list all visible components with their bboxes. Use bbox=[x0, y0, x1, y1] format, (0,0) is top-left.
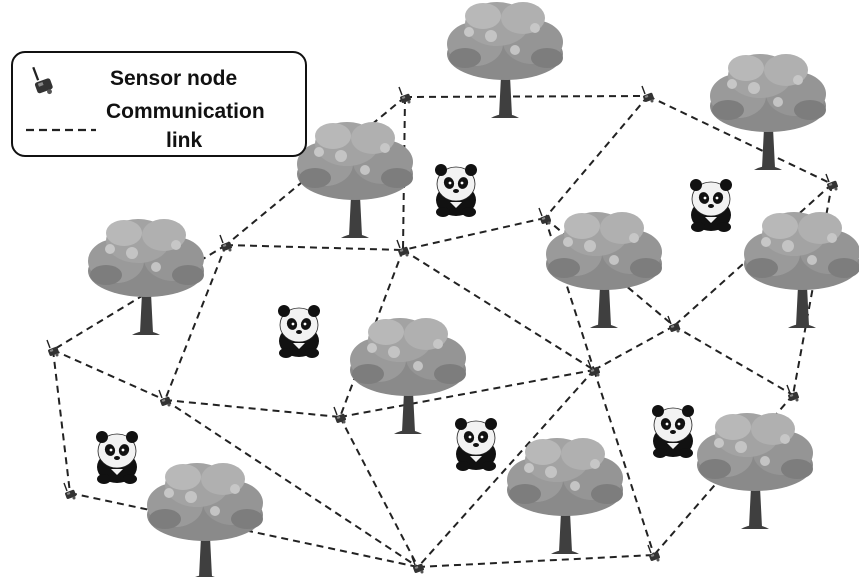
communication-link bbox=[544, 95, 649, 219]
tree-icon bbox=[546, 212, 662, 328]
legend-sensor-label: Sensor node bbox=[110, 67, 238, 90]
dashed-line-icon bbox=[26, 128, 96, 132]
communication-link bbox=[339, 416, 419, 568]
sensor-node-icon bbox=[333, 406, 348, 425]
communication-link bbox=[404, 95, 649, 98]
legend-communication-label: Communication bbox=[106, 100, 265, 123]
communication-link bbox=[52, 349, 166, 401]
communication-link bbox=[402, 217, 546, 251]
legend-link-label: link bbox=[166, 129, 203, 152]
communication-link bbox=[52, 349, 71, 494]
communication-link bbox=[673, 325, 794, 396]
panda-icon bbox=[454, 417, 498, 472]
communication-link bbox=[164, 399, 419, 568]
sensor-node-icon bbox=[667, 315, 682, 334]
sensor-node-icon bbox=[63, 482, 78, 501]
tree-icon bbox=[447, 2, 563, 118]
communication-link bbox=[647, 95, 833, 185]
communication-link bbox=[225, 96, 406, 246]
panda-icon bbox=[651, 404, 695, 459]
tree-icon bbox=[710, 54, 826, 170]
communication-link bbox=[164, 399, 341, 418]
communication-link bbox=[402, 249, 595, 371]
communication-link bbox=[52, 244, 227, 351]
tree-icon bbox=[350, 318, 466, 434]
communication-link bbox=[164, 244, 227, 401]
sensor-node-icon bbox=[46, 339, 61, 358]
legend bbox=[11, 51, 307, 157]
communication-link bbox=[417, 554, 655, 568]
panda-icon bbox=[95, 430, 139, 485]
sensor-node-icon bbox=[158, 389, 173, 408]
sensor-node-icon bbox=[538, 207, 553, 226]
tree-icon bbox=[507, 438, 623, 554]
sensor-node-icon bbox=[647, 544, 662, 563]
communication-link bbox=[225, 244, 404, 251]
panda-icon bbox=[689, 178, 733, 233]
communication-link bbox=[593, 369, 655, 556]
tree-icon bbox=[88, 219, 204, 335]
tree-icon bbox=[297, 122, 413, 238]
sensor-node-icon bbox=[219, 234, 234, 253]
sensor-node-icon bbox=[32, 66, 55, 96]
tree-icon bbox=[147, 463, 263, 577]
tree-icon bbox=[744, 212, 859, 328]
panda-icon bbox=[277, 304, 321, 359]
tree-icon bbox=[697, 413, 813, 529]
communication-link bbox=[593, 325, 675, 371]
panda-icon bbox=[434, 163, 478, 218]
communication-link bbox=[417, 369, 595, 568]
